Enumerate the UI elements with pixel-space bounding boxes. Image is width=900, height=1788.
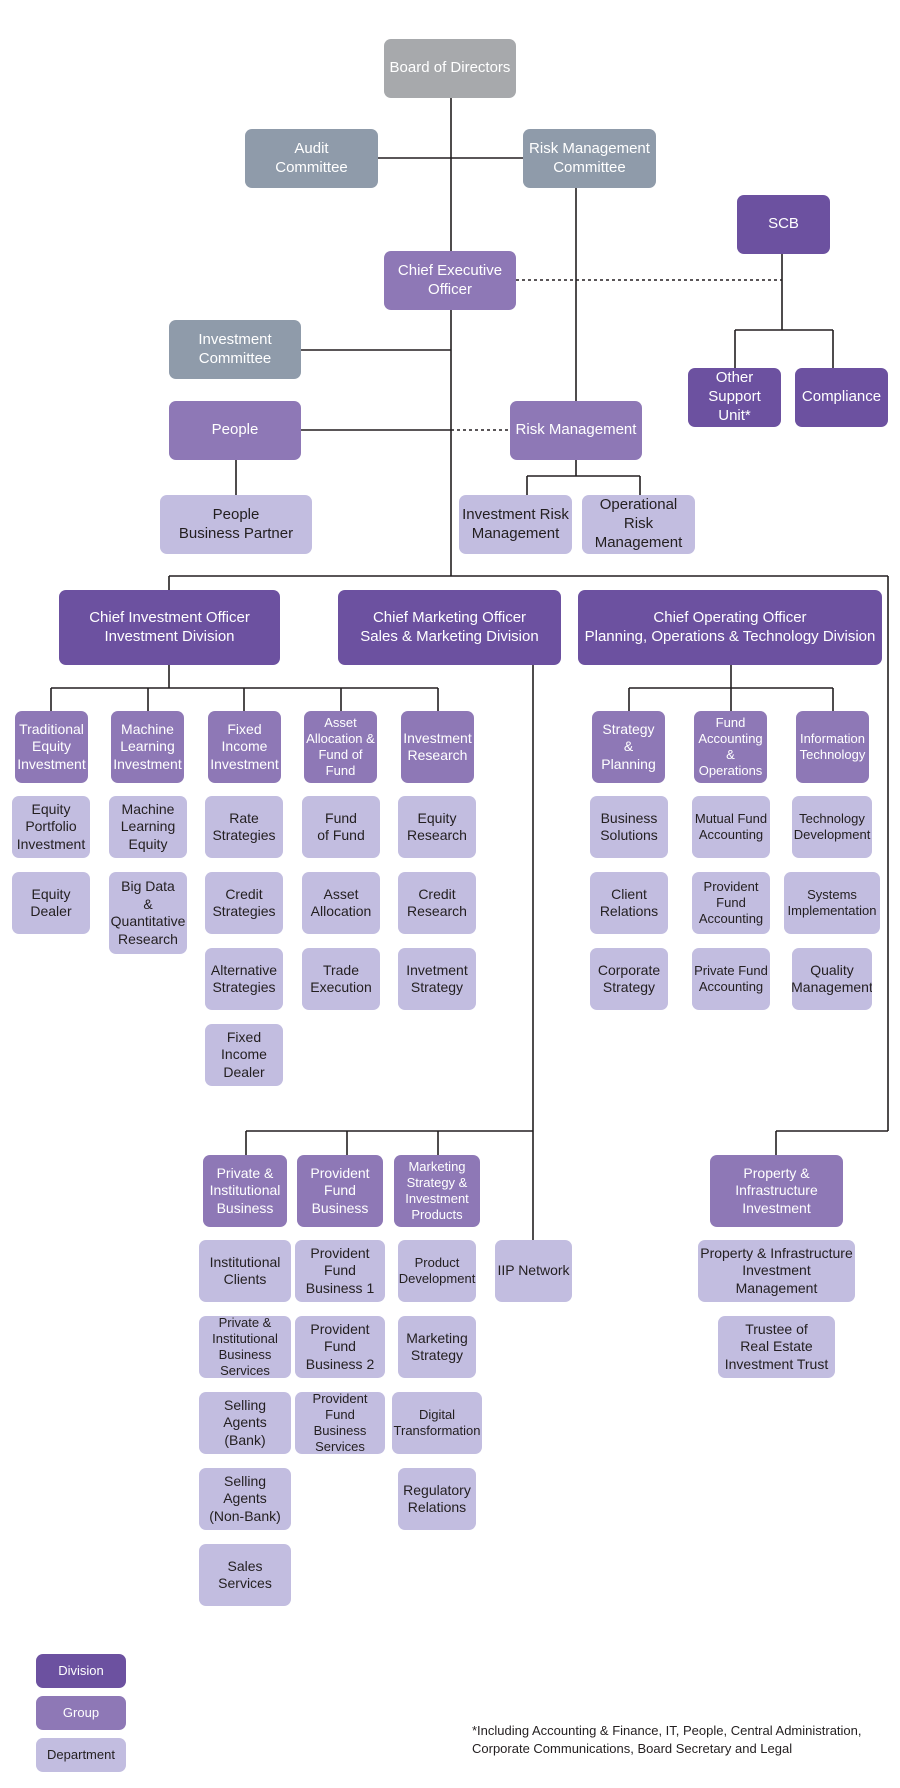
mutual-fund-accounting: Mutual Fund Accounting: [692, 796, 770, 858]
equity-research: Equity Research: [398, 796, 476, 858]
institutional-clients: Institutional Clients: [199, 1240, 291, 1302]
digital-transformation: Digital Transformation: [392, 1392, 482, 1454]
machine-learning-investment: Machine Learning Investment: [111, 711, 184, 783]
trustee-of-reit: Trustee of Real Estate Investment Trust: [718, 1316, 835, 1378]
machine-learning-equity: Machine Learning Equity: [109, 796, 187, 858]
systems-implementation: Systems Implementation: [784, 872, 880, 934]
private-institutional-business: Private & Institutional Business: [203, 1155, 287, 1227]
board-of-directors: Board of Directors: [384, 39, 516, 98]
selling-agents-non-bank: Selling Agents (Non-Bank): [199, 1468, 291, 1530]
legend-division: Division: [36, 1654, 126, 1688]
scb: SCB: [737, 195, 830, 254]
iip-network: IIP Network: [495, 1240, 572, 1302]
investment-risk-management: Investment Risk Management: [459, 495, 572, 554]
legend-department: Department: [36, 1738, 126, 1772]
equity-portfolio-investment: Equity Portfolio Investment: [12, 796, 90, 858]
provident-fund-business: Provident Fund Business: [297, 1155, 383, 1227]
trade-execution: Trade Execution: [302, 948, 380, 1010]
footnote: *Including Accounting & Finance, IT, Peo…: [472, 1723, 862, 1756]
private-institutional-business-services: Private & Institutional Business Service…: [199, 1316, 291, 1378]
chief-investment-officer: Chief Investment Officer Investment Divi…: [59, 590, 280, 665]
technology-development: Technology Development: [792, 796, 872, 858]
risk-management-committee: Risk Management Committee: [523, 129, 656, 188]
client-relations: Client Relations: [590, 872, 668, 934]
provident-fund-business-2: Provident Fund Business 2: [295, 1316, 385, 1378]
information-technology: Information Technology: [796, 711, 869, 783]
property-infrastructure-investment-management: Property & Infrastructure Investment Man…: [698, 1240, 855, 1302]
compliance: Compliance: [795, 368, 888, 427]
legend-group: Group: [36, 1696, 126, 1730]
fund-accounting-operations: Fund Accounting & Operations: [694, 711, 767, 783]
traditional-equity-investment: Traditional Equity Investment: [15, 711, 88, 783]
marketing-strategy: Marketing Strategy: [398, 1316, 476, 1378]
business-solutions: Business Solutions: [590, 796, 668, 858]
corporate-strategy: Corporate Strategy: [590, 948, 668, 1010]
asset-allocation-fund-of-fund: Asset Allocation & Fund of Fund: [304, 711, 377, 783]
chief-marketing-officer: Chief Marketing Officer Sales & Marketin…: [338, 590, 561, 665]
alternative-strategies: Alternative Strategies: [205, 948, 283, 1010]
big-data-quantitative-research: Big Data & Quantitative Research: [109, 872, 187, 954]
fixed-income-investment: Fixed Income Investment: [208, 711, 281, 783]
credit-strategies: Credit Strategies: [205, 872, 283, 934]
selling-agents-bank: Selling Agents (Bank): [199, 1392, 291, 1454]
operational-risk-management: Operational Risk Management: [582, 495, 695, 554]
risk-management: Risk Management: [510, 401, 642, 460]
rate-strategies: Rate Strategies: [205, 796, 283, 858]
investment-committee: Investment Committee: [169, 320, 301, 379]
people: People: [169, 401, 301, 460]
quality-management: Quality Management: [792, 948, 872, 1010]
sales-services: Sales Services: [199, 1544, 291, 1606]
provident-fund-business-1: Provident Fund Business 1: [295, 1240, 385, 1302]
audit-committee: Audit Committee: [245, 129, 378, 188]
marketing-strategy-investment-products: Marketing Strategy & Investment Products: [394, 1155, 480, 1227]
provident-fund-business-services: Provident Fund Business Services: [295, 1392, 385, 1454]
chief-operating-officer: Chief Operating Officer Planning, Operat…: [578, 590, 882, 665]
strategy-planning: Strategy & Planning: [592, 711, 665, 783]
product-development: Product Development: [398, 1240, 476, 1302]
fixed-income-dealer: Fixed Income Dealer: [205, 1024, 283, 1086]
regulatory-relations: Regulatory Relations: [398, 1468, 476, 1530]
other-support-unit: Other Support Unit*: [688, 368, 781, 427]
asset-allocation: Asset Allocation: [302, 872, 380, 934]
chief-executive-officer: Chief Executive Officer: [384, 251, 516, 310]
property-infrastructure-investment: Property & Infrastructure Investment: [710, 1155, 843, 1227]
credit-research: Credit Research: [398, 872, 476, 934]
invetment-strategy: Invetment Strategy: [398, 948, 476, 1010]
equity-dealer: Equity Dealer: [12, 872, 90, 934]
private-fund-accounting: Private Fund Accounting: [692, 948, 770, 1010]
investment-research: Investment Research: [401, 711, 474, 783]
provident-fund-accounting: Provident Fund Accounting: [692, 872, 770, 934]
people-business-partner: People Business Partner: [160, 495, 312, 554]
fund-of-fund: Fund of Fund: [302, 796, 380, 858]
